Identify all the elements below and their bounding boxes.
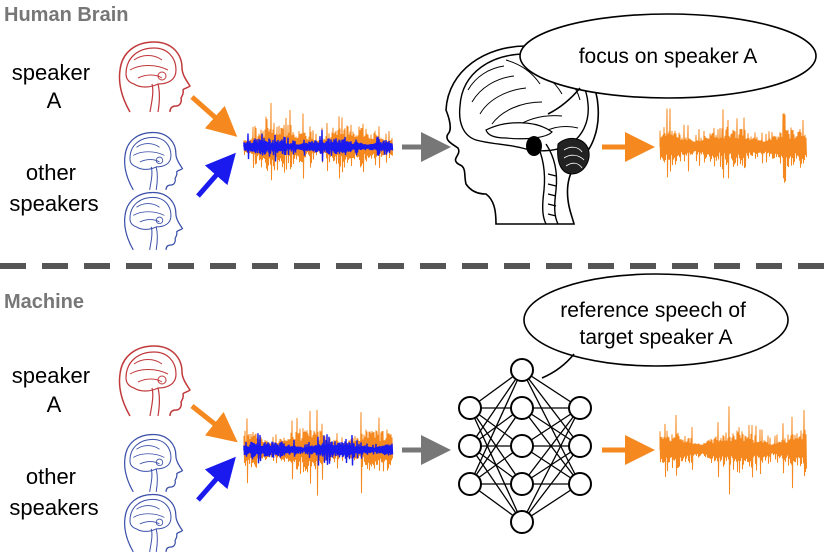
network-connection (469, 407, 523, 485)
machine-title: Machine (4, 291, 84, 313)
blue-head-profile-icon (124, 191, 184, 251)
other-speakers-arrow (196, 152, 236, 198)
blue-head-profile-icon (124, 493, 184, 553)
target-speaker-waveform (659, 108, 807, 183)
network-node (568, 472, 592, 496)
speech-bubble-tail (541, 353, 575, 379)
bubble-text: focus on speaker A (579, 45, 758, 68)
speaker-a-label: speaker A (12, 363, 96, 417)
mixture-waveform (243, 102, 394, 181)
network-connection (469, 369, 523, 485)
network-node (458, 434, 482, 458)
network-node (510, 396, 534, 420)
network-node (510, 434, 534, 458)
network-node (510, 510, 534, 534)
speech-bubble (519, 13, 817, 99)
other-speakers-waveform (243, 129, 394, 162)
network-connection (521, 445, 581, 523)
other-speakers-waveform (243, 433, 394, 466)
speaker-a-arrow (190, 95, 238, 137)
speech-bubble (523, 273, 789, 367)
target-waveform (659, 406, 807, 495)
other-speakers-label: other speakers (9, 464, 98, 520)
network-connection (521, 407, 581, 523)
red-head-profile-icon (118, 345, 191, 417)
speech-bubble-tail (547, 87, 581, 115)
bubble-text: reference speech of target speaker A (560, 299, 751, 349)
blue-head-profile-icon (124, 131, 184, 191)
human-brain-title: Human Brain (4, 4, 128, 26)
red-head-profile-icon (118, 41, 191, 113)
network-node (458, 472, 482, 496)
speaker-a-label: speaker A (12, 60, 96, 113)
target-speaker-waveform (659, 406, 807, 495)
speaker-a-arrow (190, 404, 238, 443)
network-node (510, 472, 534, 496)
blue-head-profile-icon (124, 433, 184, 493)
network-node (568, 396, 592, 420)
mixture-waveform (243, 409, 394, 496)
other-speakers-arrow (196, 456, 236, 502)
network-node (458, 396, 482, 420)
target-waveform (659, 108, 807, 183)
neural-network-icon (458, 358, 592, 534)
network-connection (521, 407, 581, 485)
network-node (568, 434, 592, 458)
network-node (510, 358, 534, 382)
network-connection (469, 369, 523, 447)
other-speakers-label: other speakers (9, 160, 98, 216)
